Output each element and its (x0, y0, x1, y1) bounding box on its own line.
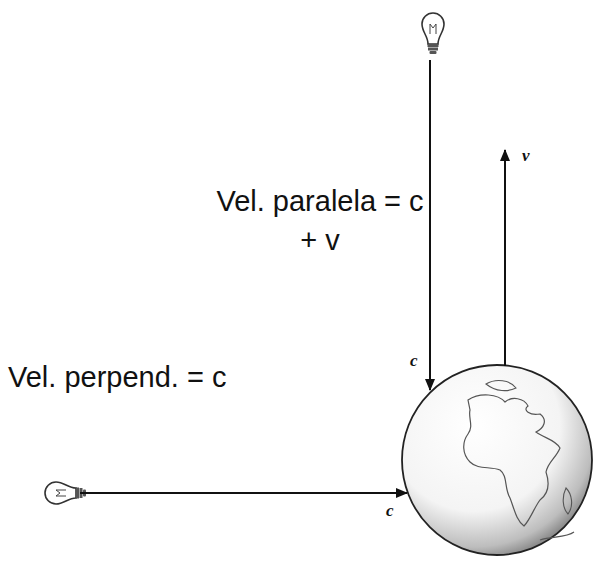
light-bulb-left (45, 482, 86, 504)
perpendicular-light-arrow (80, 492, 407, 494)
light-bulb-top (422, 13, 444, 54)
light-speed-symbol: c (410, 350, 418, 373)
speed-label: Vel. paralela = c + v (214, 182, 426, 260)
velocity-symbol: v (522, 145, 530, 168)
speed-label: Vel. perpend. = c (8, 358, 226, 397)
velocity-arrow (504, 150, 506, 366)
light-speed-symbol: c (386, 500, 394, 523)
parallel-light-arrow (429, 60, 431, 390)
earth (402, 365, 592, 555)
